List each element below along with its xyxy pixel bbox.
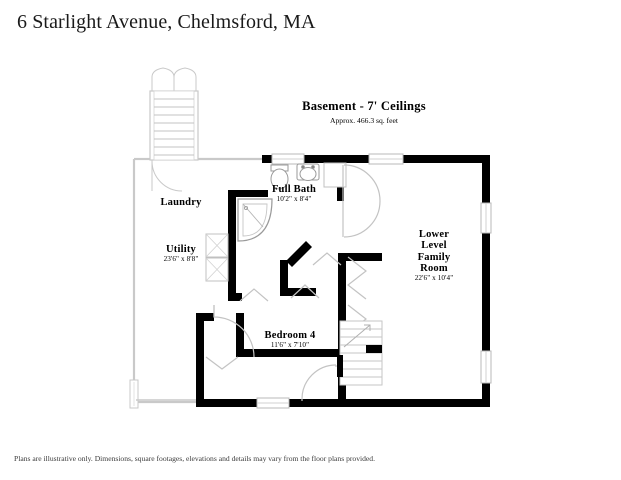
room-label-utility: Utility 23'6" x 8'8" [133, 244, 229, 263]
utility-label-dims: 23'6" x 8'8" [163, 254, 199, 263]
hall-bifold-door [312, 252, 342, 266]
basement-heading-title: Basement - 7' Ceilings [302, 99, 426, 113]
room-label-bedroom-4: Bedroom 4 11'6" x 7'10" [235, 330, 345, 349]
laundry-label-name: Laundry [160, 197, 202, 208]
corner-shower-icon [237, 198, 273, 242]
full-bath-label-line1: Full Bath [271, 184, 317, 195]
hall-door-swing [213, 305, 255, 358]
laundry-bifold-door [239, 288, 269, 302]
utility-label-name: Utility [166, 244, 196, 255]
bedroom-bifold-door [205, 356, 239, 370]
dryer-icon [205, 257, 229, 282]
window-top-2 [368, 153, 404, 165]
bath-closet-box [323, 162, 347, 188]
sink-icon [296, 163, 320, 181]
utility-outline-walls [132, 157, 262, 404]
exterior-door-swing [151, 160, 183, 192]
disclaimer-text: Plans are illustrative only. Dimensions,… [14, 454, 375, 463]
toilet-icon [270, 164, 289, 190]
family-room-label-line1: Lower [418, 229, 450, 240]
window-left-wall [129, 379, 139, 409]
bedroom-south-door-swing [301, 364, 337, 401]
closet-folding-door-upper [347, 256, 367, 300]
window-top-1 [271, 153, 305, 165]
family-room-label-dims: 22'6" x 10'4" [414, 273, 454, 282]
page-title: 6 Starlight Avenue, Chelmsford, MA [17, 11, 316, 33]
room-label-laundry: Laundry [146, 197, 216, 208]
floor-plan-drawing [0, 55, 621, 445]
full-bath-label-dims: 10'2" x 8'4" [276, 194, 312, 203]
wall-stubs [366, 253, 382, 353]
window-right-1 [480, 202, 492, 234]
washer-icon [205, 233, 229, 258]
bedroom-4-label-dims: 11'6" x 7'10" [270, 340, 310, 349]
basement-heading: Basement - 7' Ceilings Approx. 466.3 sq.… [276, 99, 452, 125]
family-room-label-line4: Room [420, 262, 448, 274]
window-right-2 [480, 350, 492, 384]
floor-plan-svg [129, 67, 492, 409]
bath-door-swing [342, 164, 381, 238]
bedroom-4-label-name: Bedroom 4 [264, 330, 316, 341]
room-label-full-bath: Full Bath 10'2" x 8'4" [258, 184, 330, 203]
window-bottom-1 [256, 397, 290, 409]
exterior-stairs-icon [149, 67, 199, 161]
bath-bifold-door [290, 284, 320, 299]
room-label-family-room: Lower Level Family Room 22'6" x 10'4" [387, 229, 481, 282]
basement-heading-subtitle: Approx. 466.3 sq. feet [330, 116, 398, 125]
family-room-label-line2: Level [421, 240, 447, 252]
family-room-label-line3: Family [417, 251, 451, 263]
